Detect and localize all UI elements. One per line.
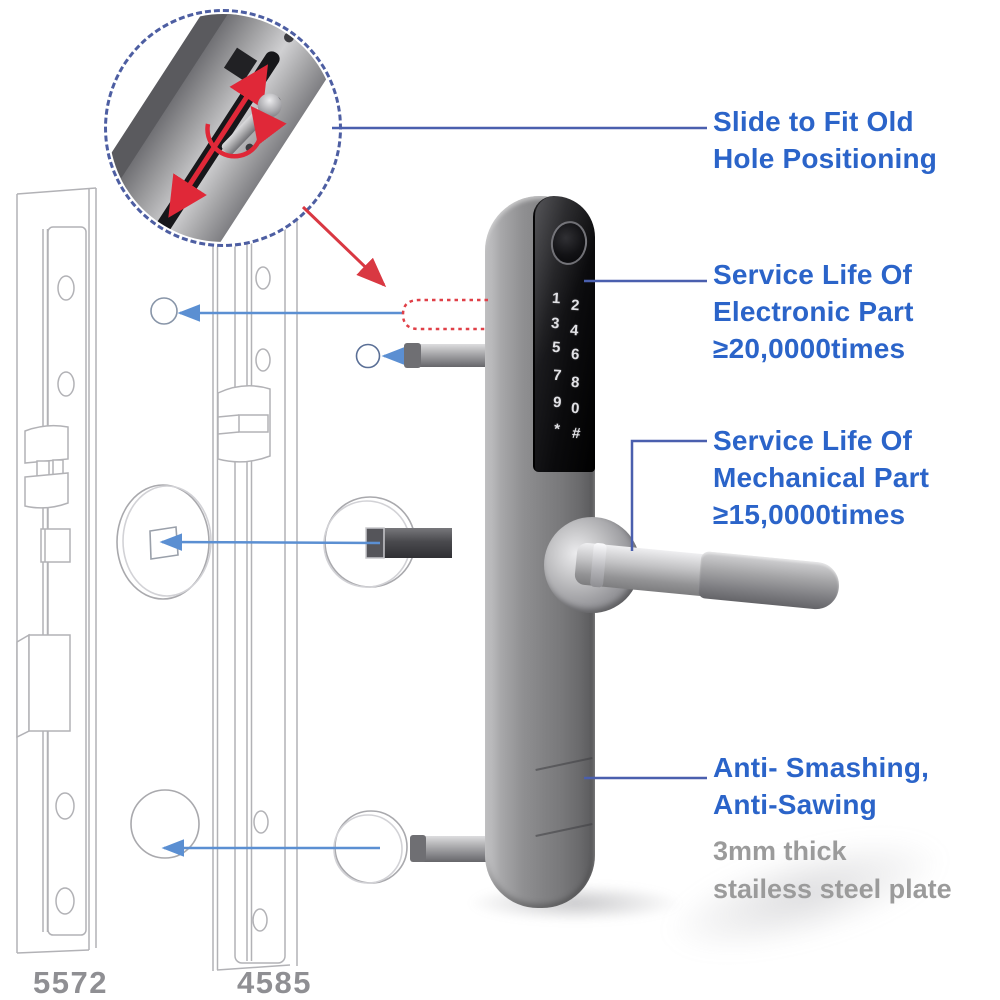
latch-block — [40, 528, 71, 563]
drive-rod — [246, 211, 253, 961]
door-hole-guides — [116, 297, 416, 884]
screw-hole — [255, 266, 271, 290]
magnifier-inset-circle — [104, 9, 342, 247]
callout-text: Hole Positioning — [713, 143, 938, 174]
screw-hole — [252, 908, 268, 932]
top-fixing-pin — [406, 344, 490, 367]
mortise-plate-drawing-5572 — [16, 187, 97, 954]
hook-bolt — [24, 424, 69, 464]
deadbolt-block — [28, 634, 71, 732]
callout-mechanical-life: Service Life Of Mechanical Part ≥15,0000… — [713, 422, 929, 533]
callout-text: Anti-Sawing — [713, 789, 877, 820]
callout-slide-to-fit: Slide to Fit Old Hole Positioning — [713, 103, 937, 177]
callout-text: Electronic Part — [713, 296, 914, 327]
callout-electronic-life: Service Life Of Electronic Part ≥20,0000… — [713, 256, 914, 367]
plate-model-5572: 5572 — [33, 965, 108, 1000]
slide-direction-arrow — [168, 64, 268, 218]
callout-text: Service Life Of — [713, 259, 913, 290]
hook-bolt — [24, 472, 69, 509]
mortise-plate-drawing-4585 — [212, 188, 298, 971]
callout-text: Slide to Fit Old — [713, 106, 914, 137]
callout-text: Anti- Smashing, — [713, 752, 930, 783]
drive-rod — [42, 229, 49, 932]
pin-hole-circle — [150, 297, 178, 325]
screw-hole-circle — [130, 789, 200, 859]
callout-text: Service Life Of — [713, 425, 913, 456]
screw-hole — [55, 887, 75, 915]
screw-hole — [255, 348, 271, 372]
screw-hole — [57, 275, 75, 301]
plate-model-4585: 4585 — [237, 965, 312, 1000]
alignment-arrows — [159, 304, 404, 857]
callout-text: ≥20,0000times — [713, 333, 906, 364]
screw-hole — [253, 810, 269, 834]
callout-anti-smashing: Anti- Smashing, Anti-Sawing 3mm thick st… — [713, 749, 952, 908]
callout-note: 3mm thick — [713, 836, 847, 866]
pin-hole-circle — [355, 343, 381, 369]
back-plate-detail — [109, 14, 337, 242]
fixing-pins — [365, 343, 490, 862]
screw-hole — [57, 371, 75, 397]
screw-hole — [55, 792, 75, 820]
rotate-direction-arrow — [205, 105, 287, 159]
callout-note: stailess steel plate — [713, 874, 952, 904]
callout-text: Mechanical Part — [713, 462, 930, 493]
back-plate — [109, 14, 337, 242]
spindle-arrow — [159, 533, 381, 551]
callout-text: ≥15,0000times — [713, 499, 906, 530]
bottom-fixing-pin — [412, 836, 490, 862]
